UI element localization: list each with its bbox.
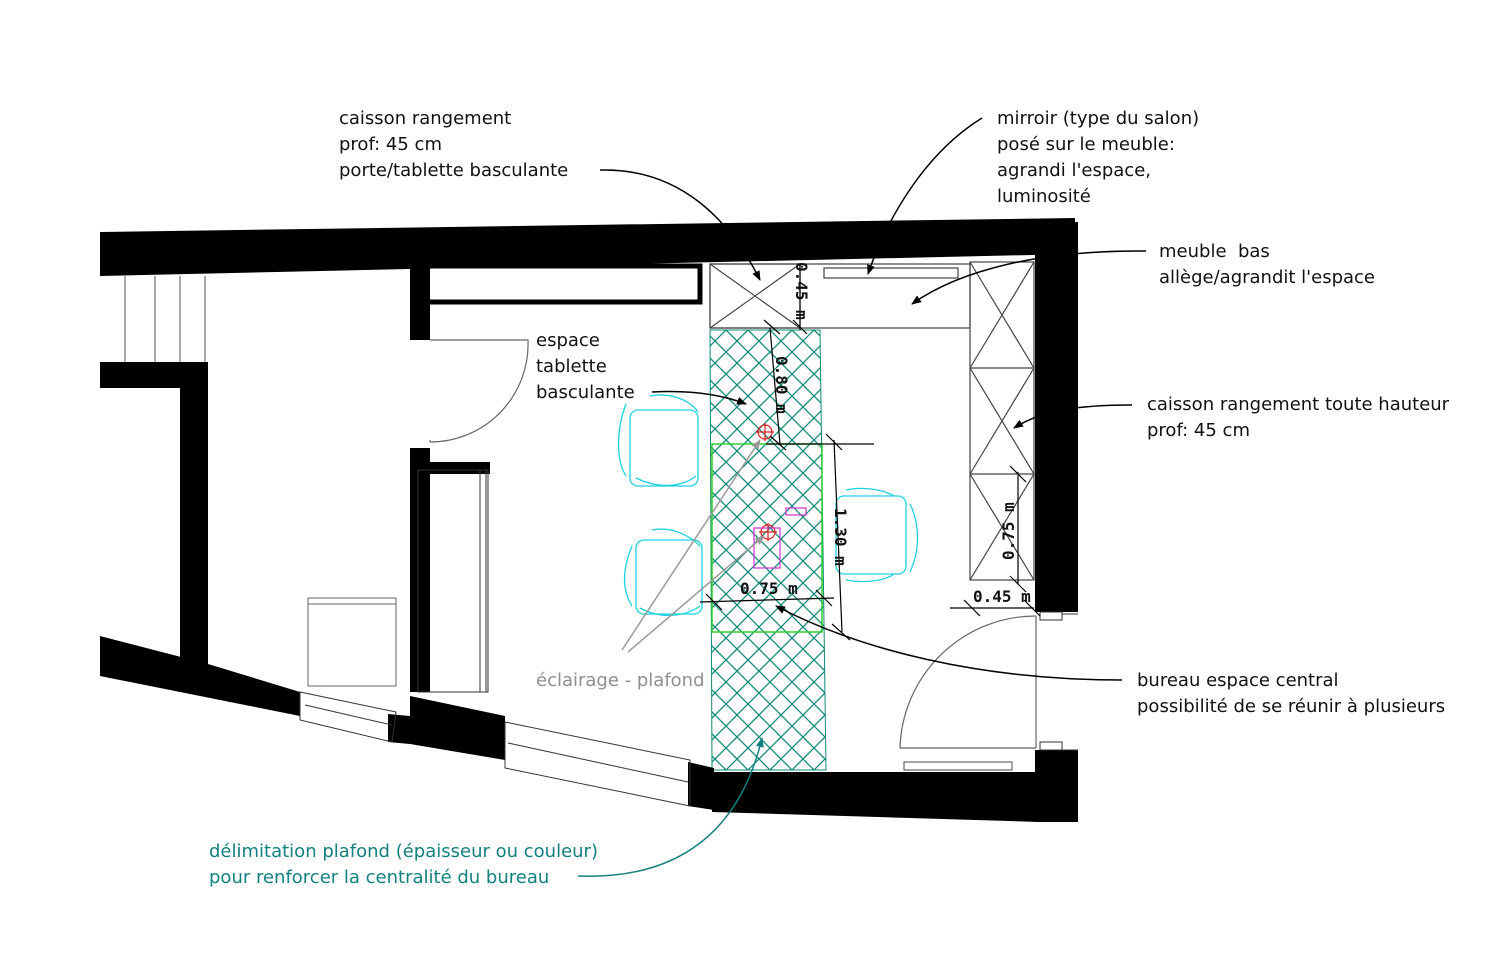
arrow-mirroir [867,117,983,275]
doors [429,339,1037,771]
arrow-delimitation [577,737,764,877]
arrow-eclairage-1 [621,439,761,651]
windows [299,469,1078,807]
annotation-line: agrandi l'espace, [997,160,1151,181]
arrow-caisson-rangement [599,169,761,281]
desk-lamp [753,507,807,569]
dim-045-top: 0.45 m [792,262,811,320]
annotation-delimitation: délimitation plafond (épaisseur ou coule… [209,839,598,891]
annotation-eclairage: éclairage - plafond [536,668,705,694]
annotation-bureau: bureau espace central possibilité de se … [1137,668,1445,720]
annotation-line: porte/tablette basculante [339,160,569,181]
annotation-line: prof: 45 cm [1147,420,1250,441]
dim-080: 0.80 m [772,356,791,414]
annotation-line: possibilité de se réunir à plusieurs [1137,696,1446,717]
annotation-line: meuble bas [1159,241,1270,262]
dim-130: 1.30 m [831,508,850,566]
arrow-caisson-toute-hauteur [1013,404,1133,429]
chair-right [835,487,919,583]
arrow-eclairage-2 [627,535,765,653]
left-cabinet [307,597,397,687]
light-fixture-center [759,523,777,541]
chair-bottom-left [623,528,703,617]
light-fixture-top [756,423,774,441]
walls [100,218,1078,822]
dim-075-desk: 0.75 m [740,579,798,598]
arrow-meuble-bas [911,250,1147,305]
annotation-caisson-toute-hauteur: caisson rangement toute hauteur prof: 45… [1147,392,1449,444]
storage-furniture [709,261,1035,581]
dimension-labels: 0.45 m 0.80 m 1.30 m 0.75 m 0.75 m 0.45 … [740,262,1031,606]
annotation-line: éclairage - plafond [536,670,705,691]
annotation-line: caisson rangement toute hauteur [1147,394,1450,415]
staircase [124,276,206,362]
annotation-caisson-rangement: caisson rangement prof: 45 cm porte/tabl… [339,106,568,184]
dimension-lines [699,264,1041,641]
annotation-line: caisson rangement [339,108,512,129]
annotation-line: délimitation plafond (épaisseur ou coule… [209,841,598,862]
annotation-line: mirroir (type du salon) [997,108,1200,129]
annotation-line: prof: 45 cm [339,134,442,155]
arrow-espace-tablette [651,390,747,405]
annotation-espace-tablette: espace tablette basculante [536,328,635,406]
dim-075-cabinet: 0.75 m [999,502,1018,560]
chairs [617,394,919,617]
annotation-line: posé sur le meuble: [997,134,1175,155]
leader-arrows [577,117,1147,877]
chair-top-left [617,394,699,487]
top-storage-box [419,263,703,305]
ceiling-delimitation-zone [709,329,827,771]
annotation-line: pour renforcer la centralité du bureau [209,867,550,888]
ceiling-lights [756,423,777,541]
annotation-line: allège/agrandit l'espace [1159,267,1375,288]
annotation-mirroir: mirroir (type du salon) posé sur le meub… [997,106,1199,210]
annotation-line: basculante [536,382,635,403]
annotation-line: luminosité [997,186,1091,207]
annotation-line: espace [536,330,600,351]
arrow-bureau [775,605,1123,681]
annotation-line: bureau espace central [1137,670,1339,691]
dim-045-cabinet: 0.45 m [973,587,1031,606]
annotation-meuble-bas: meuble bas allège/agrandit l'espace [1159,239,1375,291]
annotation-line: tablette [536,356,607,377]
